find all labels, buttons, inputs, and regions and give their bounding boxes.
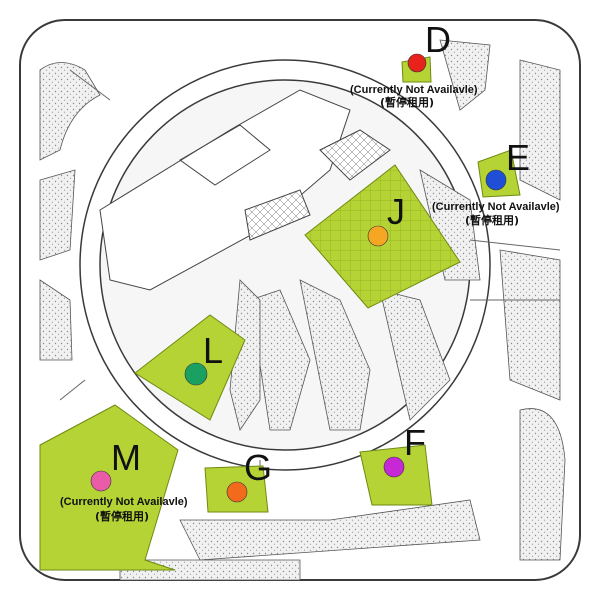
zone-d-dot[interactable] (407, 53, 427, 73)
zone-d[interactable]: D (Currently Not Availavle) (暫停租用) (350, 19, 478, 109)
planting-area (39, 169, 76, 261)
zone-d-note: (Currently Not Availavle) (350, 84, 478, 96)
zone-l[interactable]: L (184, 330, 223, 386)
zone-m-note-cn: (暫停租用) (95, 509, 149, 523)
zone-d-label: D (425, 19, 451, 60)
zone-g-dot[interactable] (226, 481, 248, 503)
planting-area (249, 289, 311, 431)
zone-e-label: E (506, 137, 530, 178)
planting-area (379, 289, 451, 421)
zone-m[interactable]: M (Currently Not Availavle) (暫停租用) (60, 437, 188, 523)
zone-e[interactable]: E (Currently Not Availavle) (暫停租用) (432, 137, 560, 227)
zone-j[interactable]: J (367, 191, 405, 247)
zone-e-note-cn: (暫停租用) (465, 213, 519, 227)
planting-area (119, 559, 301, 581)
zone-area-m[interactable] (39, 404, 179, 571)
zone-d-note-cn: (暫停租用) (380, 95, 434, 109)
planting-area (179, 499, 481, 561)
zone-g-label: G (244, 447, 272, 488)
zone-e-note: (Currently Not Availavle) (432, 201, 560, 213)
planting-area (519, 59, 561, 201)
zone-m-note: (Currently Not Availavle) (60, 496, 188, 508)
planting-area (39, 62, 101, 161)
planting-area (519, 408, 566, 561)
building-footprint (99, 89, 391, 291)
zone-f-dot[interactable] (383, 456, 405, 478)
zone-f-label: F (404, 422, 426, 463)
zone-m-dot[interactable] (90, 470, 112, 492)
zone-l-label: L (203, 330, 223, 371)
zone-j-dot[interactable] (367, 225, 389, 247)
interior-planting (229, 169, 481, 431)
zone-e-dot[interactable] (485, 169, 507, 191)
zone-l-dot[interactable] (184, 362, 208, 386)
zone-m-label: M (111, 437, 141, 478)
zone-f[interactable]: F (383, 422, 426, 478)
planting-area (39, 279, 73, 361)
planting-area (499, 249, 561, 401)
zone-j-label: J (387, 191, 405, 232)
zone-g[interactable]: G (226, 447, 272, 503)
zone-markers: D (Currently Not Availavle) (暫停租用) E (Cu… (60, 19, 560, 523)
planting-areas (39, 39, 566, 581)
planting-area (299, 279, 371, 431)
planting-area (439, 39, 491, 111)
